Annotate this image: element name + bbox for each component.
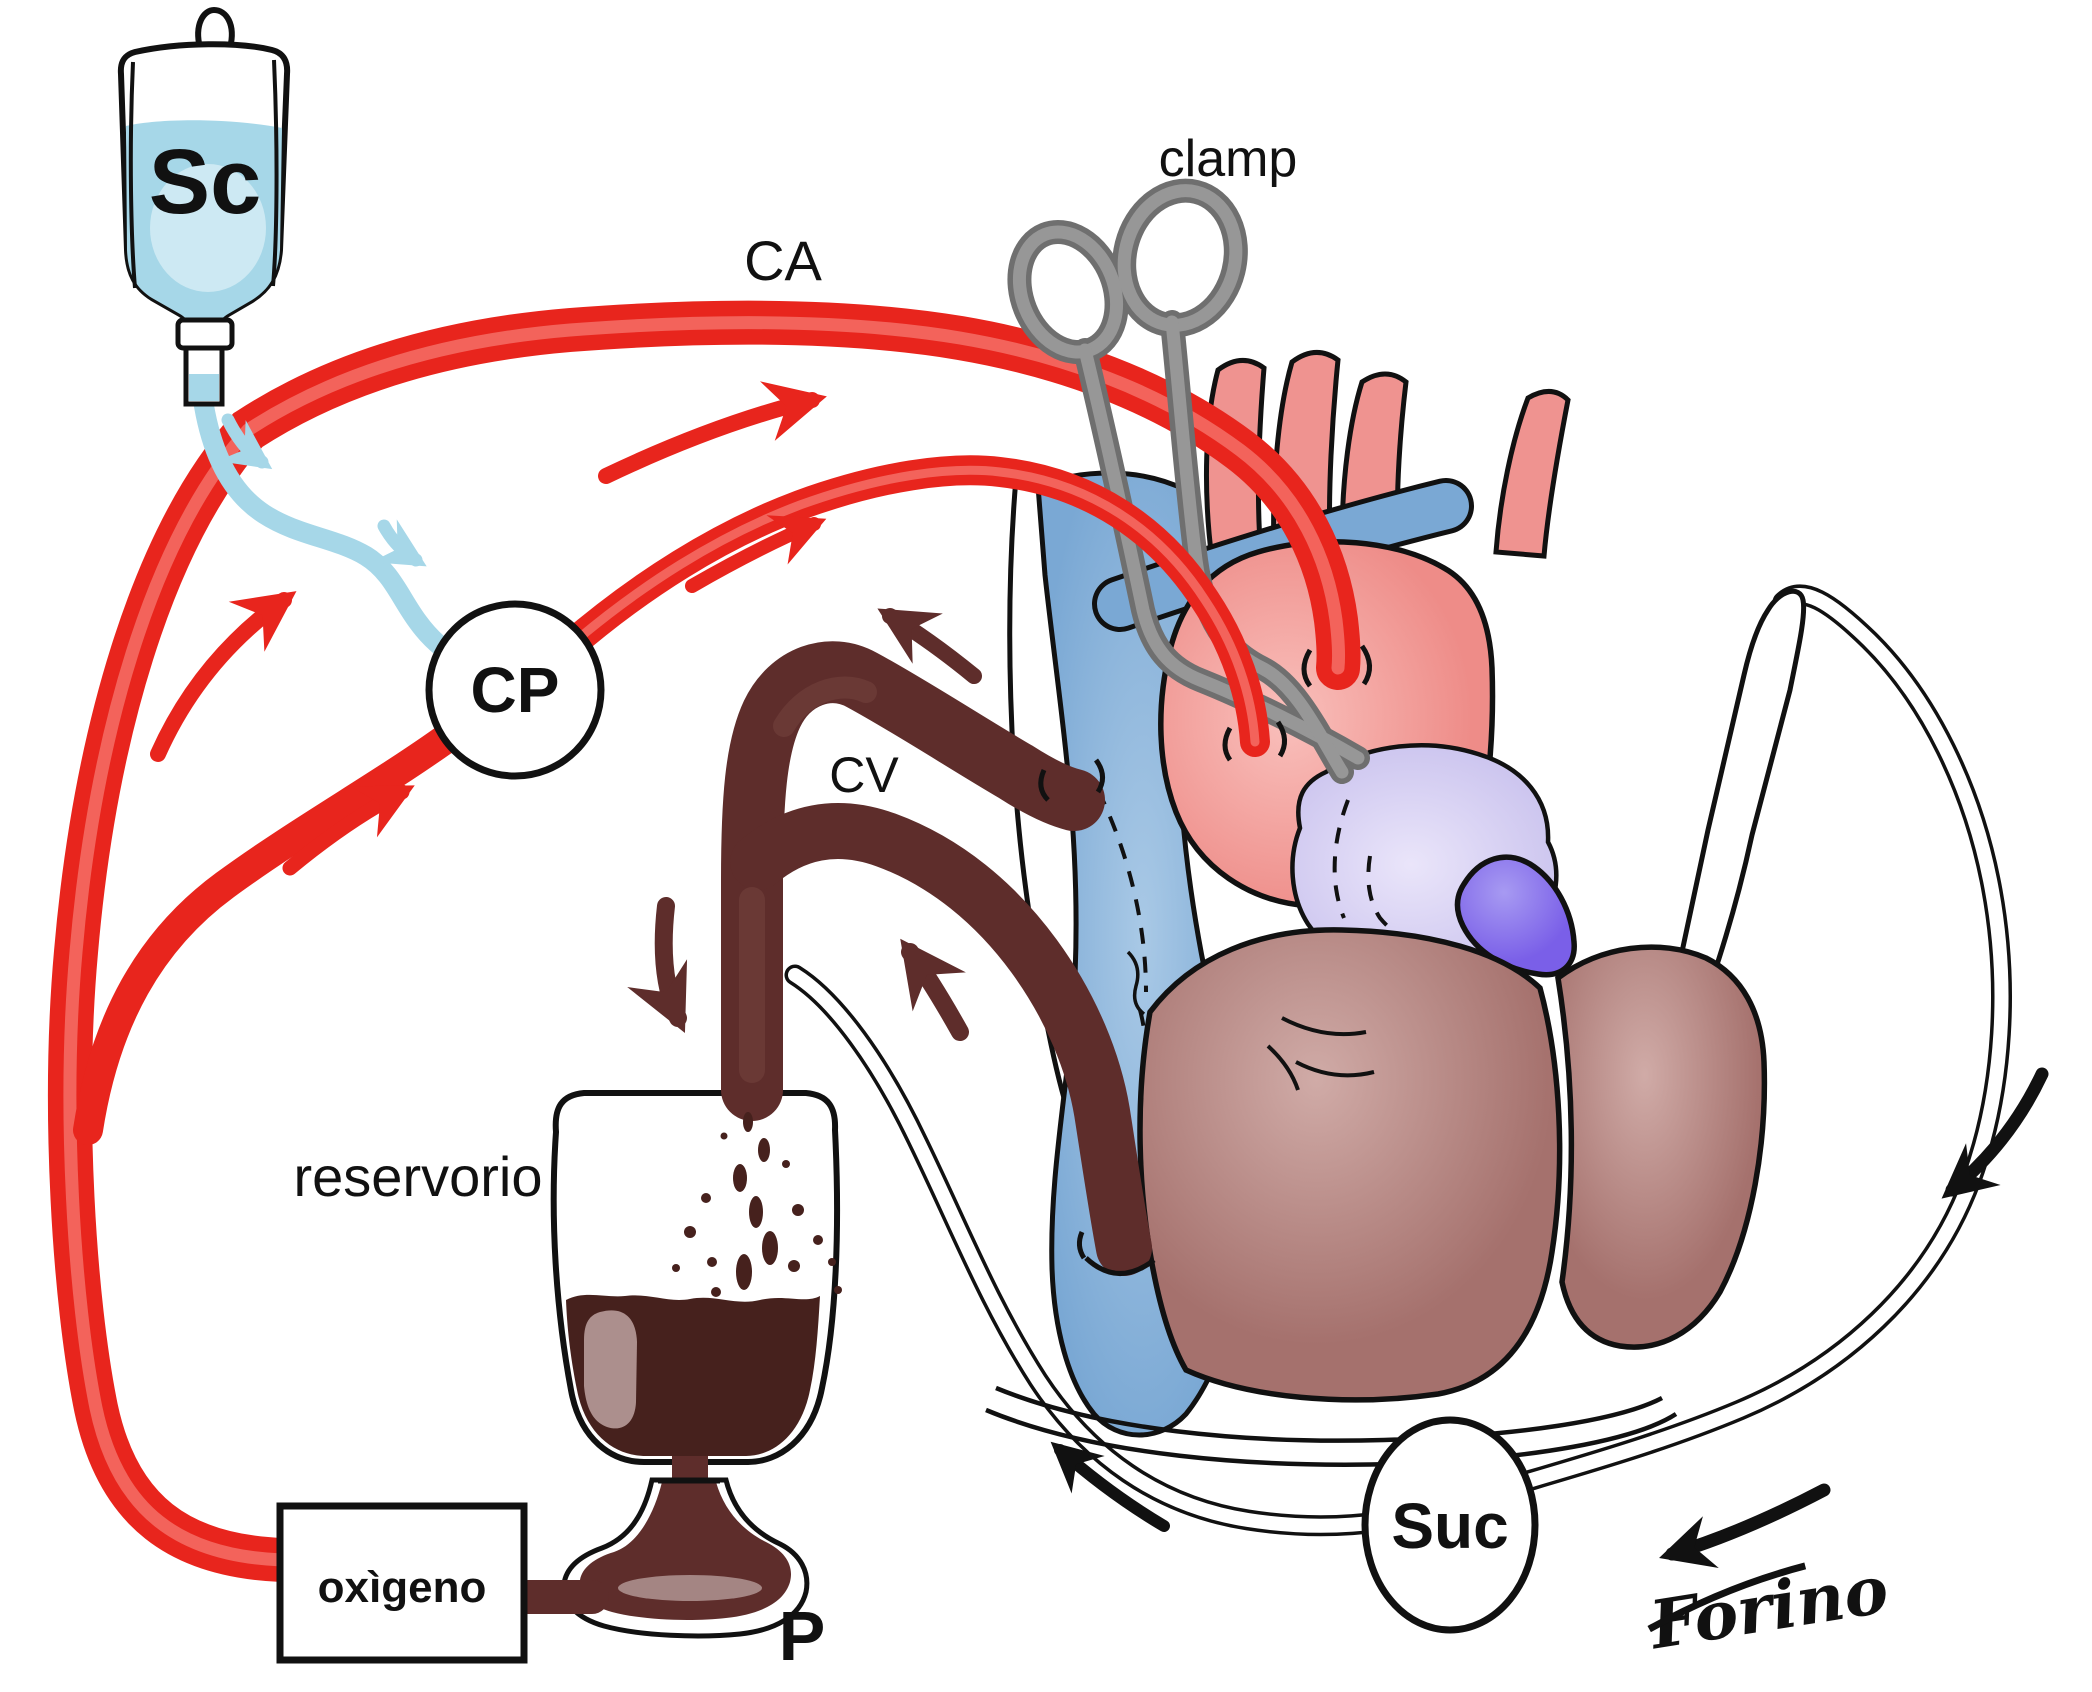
arterial-line-CA-highlight	[63, 316, 1346, 1567]
arterial-flow-arrow-3	[598, 381, 827, 484]
suction-flow-arrow-3	[1050, 1441, 1170, 1532]
cardioplegia-pump: CP	[425, 600, 605, 780]
ventricle-wrinkle-1	[1281, 1016, 1367, 1037]
pa-wrinkle-dashed	[1332, 799, 1350, 919]
ivc-insertion-cup	[1084, 1256, 1156, 1276]
cardioplegia-insertion-mark-left	[1222, 726, 1233, 762]
arterial-cannula-label: CA	[744, 229, 822, 292]
signature-text: Forino	[1643, 1550, 1893, 1665]
svc-wrinkle-dashed	[1096, 789, 1148, 993]
svc-insertion-mark-right	[1093, 758, 1105, 794]
blood-droplets	[672, 1112, 842, 1297]
solution-bag: Sc	[117, 6, 291, 407]
bag-fluid-highlight	[150, 164, 266, 292]
ventricle-wrinkle-3	[1266, 1044, 1300, 1091]
right-ventricle	[1137, 927, 1563, 1403]
venous-cannula-ivc	[730, 803, 1152, 1276]
ca-insertion-mark-left	[1301, 648, 1313, 688]
arterial-flow-arrow-1	[150, 591, 297, 762]
clamp-arm-left-shine	[1078, 343, 1365, 765]
venous-cannula-svc	[721, 641, 1105, 1121]
venous-flow-arrow-svc	[877, 608, 982, 684]
solution-flow-arrow-2	[371, 519, 427, 567]
clamp-label: clamp	[1159, 130, 1298, 188]
svc-wrinkle-line	[1126, 950, 1146, 1016]
suction-flow-arrow-1	[1941, 1067, 2049, 1199]
suction-pump-label: Suc	[1391, 1490, 1508, 1562]
solution-bag-label: Sc	[149, 131, 262, 233]
venous-tubing	[721, 641, 1156, 1276]
ca-insertion-mark-right	[1359, 644, 1372, 686]
venous-cannula-label: CV	[829, 747, 899, 803]
pump-unit	[511, 1456, 810, 1639]
suction-tube-core	[788, 588, 2009, 1533]
oxygenator-box	[276, 1502, 528, 1664]
suction-pump: Suc	[1361, 1416, 1539, 1634]
left-ventricle	[1555, 944, 1768, 1350]
flow-arrows	[150, 381, 2049, 1569]
oxygenator: oxìgeno	[276, 1502, 528, 1664]
pericardium-bottom-contour-1	[995, 1385, 1664, 1443]
arterial-flow-arrow-2	[282, 784, 415, 876]
ivc-insertion-tick	[1076, 1231, 1087, 1260]
cardioplegia-pump-circle	[425, 600, 605, 780]
bag-hanger	[195, 6, 235, 49]
pump-highlight	[618, 1575, 762, 1601]
arterial-flow-arrow-4	[685, 515, 827, 593]
pericardium-left-contour	[1007, 477, 1073, 1119]
cardioplegia-pump-label: CP	[471, 654, 560, 726]
arch-vessel-4	[1493, 389, 1571, 559]
cardioplegia-insertion-mark-right	[1275, 720, 1287, 758]
venous-flow-arrow-ivc	[900, 938, 969, 1041]
svc-insertion-mark-left	[1038, 768, 1050, 802]
ventricle-wrinkle-2	[1295, 1060, 1375, 1078]
cardioplegia-line	[73, 455, 1372, 1145]
cardioplegia-feed	[73, 717, 470, 1145]
oxygenator-label: oxìgeno	[318, 1563, 487, 1612]
venous-tube-highlight-2	[773, 676, 877, 737]
cardioplegia-delivery-highlight	[560, 465, 1260, 747]
suction-tubing	[784, 584, 2012, 1537]
signature-flourish	[1647, 1562, 1807, 1633]
arterial-tubing	[48, 300, 1361, 1582]
reservoir-blood-highlight	[584, 1310, 637, 1429]
pump-label: P	[779, 1597, 826, 1675]
reservoir-label: reservorio	[294, 1145, 543, 1208]
atrial-appendage	[1454, 854, 1577, 978]
suction-flow-arrow-2	[1659, 1483, 1831, 1569]
venous-flow-arrow-down	[627, 897, 688, 1033]
bag-drip-fluid	[189, 374, 219, 401]
solution-flow-arrow-1	[217, 413, 273, 470]
bag-crease-left	[128, 61, 137, 289]
solution-tube	[194, 396, 474, 672]
bag-port-collar	[175, 317, 235, 351]
suction-pump-circle	[1361, 1416, 1539, 1634]
bag-crease-right	[271, 59, 279, 287]
reservoir-unit	[550, 1090, 841, 1465]
signature: Forino	[1643, 1550, 1893, 1665]
clamp-loop-right-shine	[1117, 184, 1243, 332]
